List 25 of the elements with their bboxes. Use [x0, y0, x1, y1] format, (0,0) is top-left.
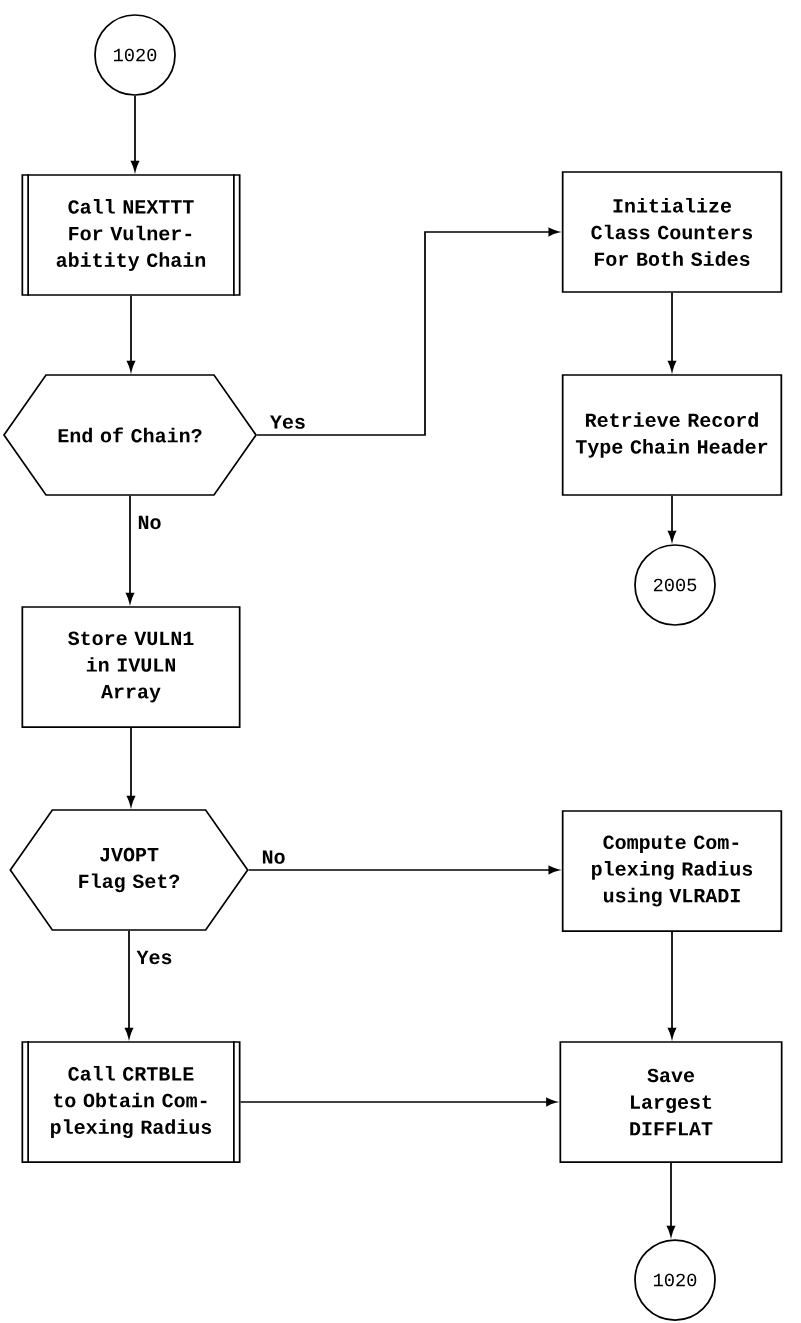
process-box: Save Largest DIFFLAT — [559, 1041, 783, 1163]
process-box: Compute Com- plexing Radius using VLRADI — [561, 810, 783, 932]
arrow — [239, 1097, 557, 1107]
arrow — [130, 95, 140, 172]
process-box: Initialize Class Counters For Both Sides — [561, 171, 783, 293]
arrow — [667, 495, 677, 542]
edge-label: No — [260, 849, 287, 866]
decision-hexagon: End of Chain? — [2, 374, 258, 496]
arrow — [256, 227, 559, 436]
edge-label: No — [136, 514, 163, 531]
edge-label: Yes — [268, 414, 308, 431]
decision-hexagon: JVOPT Flag Set? — [9, 809, 249, 931]
arrow — [667, 931, 677, 1039]
arrow — [124, 930, 134, 1039]
arrow — [126, 295, 136, 372]
arrow — [126, 727, 136, 807]
subroutine-box: Call CRTBLE to Obtain Com- plexing Radius — [21, 1040, 241, 1164]
edge-label: Yes — [135, 949, 174, 966]
process-box: Store VULN1 in IVULN Array — [21, 606, 241, 728]
subroutine-box: Call NEXTTT For Vulner- abitity Chain — [21, 173, 241, 297]
arrow — [666, 1162, 676, 1237]
arrow — [125, 495, 135, 604]
arrow — [667, 292, 677, 372]
process-box: Retrieve Record Type Chain Header — [561, 374, 783, 496]
arrow — [247, 865, 559, 875]
